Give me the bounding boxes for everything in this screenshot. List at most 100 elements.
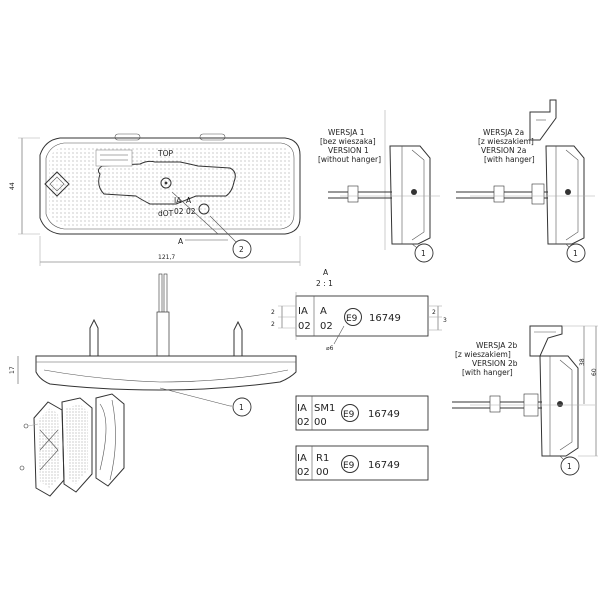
cable-wire [163,273,168,315]
version-2b-line: [z wieszakiem] [455,350,511,359]
version-2a-line: WERSJA 2a [483,128,524,137]
exploded-base-ribs [39,429,59,471]
lens-code: A [186,196,192,205]
exploded-reflector-texture [66,404,88,484]
top-slot-right [199,133,226,141]
version-1-line: WERSJA 1 [328,128,365,137]
plate-code: 02 [297,467,310,478]
detail-diameter-leader [333,325,345,345]
version-2b-line: VERSION 2b [472,359,518,368]
side-body-curve [43,369,289,383]
plate-r1 [295,445,429,481]
version-2b-line: WERSJA 2b [476,341,517,350]
plate-code: 00 [314,417,327,428]
plate-code: IA [297,403,307,414]
plate-e-mark: E9 [343,461,355,471]
callout-number-1: 1 [239,403,244,412]
detail-e-mark: E9 [346,314,358,324]
version-2b-hanger [529,325,563,357]
detail-dim-label: 3 [443,317,447,324]
mounting-pin-right [233,320,243,356]
version-2a-cable-clamp [531,183,545,205]
detail-code: 02 [298,321,311,332]
version-2a-callout [566,243,586,263]
cable-grommet [156,311,170,357]
plate-code: R1 [316,453,329,464]
version-1-lamp-port [411,189,417,195]
version-2a-line: VERSION 2a [481,146,526,155]
version-2b-cable-sleeve [489,395,501,413]
version-2a-line: [with hanger] [484,155,535,164]
version-1-lamp-body [389,145,431,245]
detail-title: A [323,268,329,277]
detail-code: IA [298,306,308,317]
exploded-lens-curve [99,399,116,481]
callout-circle-2 [232,239,252,259]
version-2b-lamp-port [557,401,563,407]
detail-code: A [320,306,327,317]
version-2a-hanger [529,99,557,141]
version-1: WERSJA 1 [bez wieszaka] VERSION 1 [witho… [318,110,440,263]
center-cutout [97,160,236,205]
exploded-reflector [61,397,93,493]
approval-plates: IA 02 SM1 00 E9 16749 IA 02 R1 00 E9 167… [295,395,429,481]
detail-dim-label: 2 [432,309,436,316]
exploded-lens [95,393,125,487]
lens-code: 02 [174,207,184,216]
leader-line-1 [159,387,231,407]
version-1-line: [bez wieszaka] [320,137,376,146]
detail-dim-label: 2 [271,309,275,316]
callout-letter-a: A [178,237,184,246]
plate-code: 00 [316,467,329,478]
lens-mark-top: TOP [157,149,173,158]
plate-approval-number: 16749 [368,460,400,471]
center-screw [160,177,172,189]
version-2a-line: [z wieszakiem] [478,137,534,146]
screw-small [19,465,25,471]
logo-emblem-inner [49,176,65,192]
version-1-line: [without hanger] [318,155,381,164]
exploded-base-texture [38,408,60,488]
version-1-line: VERSION 1 [328,146,369,155]
lens-code: IA [174,196,182,205]
height-dimension-label: 44 [9,182,16,190]
plate-e-mark-circle [341,455,359,473]
version-2b-callout-number: 1 [567,462,572,471]
plate-sm1 [295,395,429,431]
exploded-view [19,393,125,497]
version-2b-line: [with hanger] [462,368,513,377]
cable-wire [158,273,163,315]
lamp-housing-inner [45,142,295,230]
e-mark-circle [198,203,210,215]
version-2a: WERSJA 2a [z wieszakiem] VERSION 2a [wit… [456,99,595,263]
detail-a: A 2 : 1 IA 02 A 02 E9 16749 2 2 2 3 ⌀6 [271,268,447,352]
detail-scale: 2 : 1 [316,279,333,288]
version-2b: WERSJA 2b [z wieszakiem] VERSION 2b [wit… [452,325,598,476]
plate-code: SM1 [314,403,335,414]
version-2a-lamp-port [565,189,571,195]
logo-emblem [44,171,70,197]
version-2b-callout [560,456,580,476]
version-2b-lamp-body [539,355,579,457]
center-screw-dot [164,181,168,185]
detail-e-mark-circle [344,308,362,326]
leader-line-2 [209,215,237,243]
width-dimension-label: 121,7 [158,254,175,261]
callout-circle-1 [232,397,252,417]
lens-label-block [95,149,133,167]
plate-code: 02 [297,417,310,428]
side-body [35,355,297,391]
version-2b-lamp-edges [549,356,573,456]
screw-small [23,423,29,429]
version-2a-lamp-body [545,145,585,245]
callout-number-2: 2 [239,245,244,254]
detail-dim-label: 2 [271,321,275,328]
leader-line-a [171,191,219,235]
top-slot-left [114,133,141,141]
side-view: 17 1 [9,273,297,417]
plate-approval-number: 16749 [368,409,400,420]
version-1-callout-number: 1 [421,249,426,258]
detail-approval-number: 16749 [369,313,401,324]
